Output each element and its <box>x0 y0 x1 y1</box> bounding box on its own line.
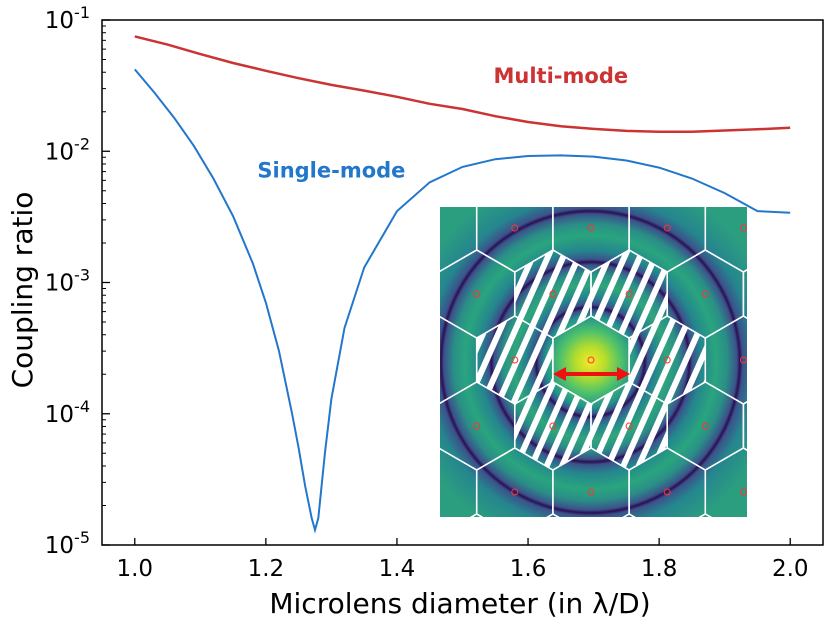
lenslet-center-marker <box>663 488 671 496</box>
x-tick-label: 1.6 <box>510 556 547 582</box>
inset-hexagon-grid <box>362 118 819 517</box>
hexagon-cell <box>515 118 591 206</box>
lenslet-center-marker <box>625 422 633 430</box>
hatched-hexagon <box>514 250 591 338</box>
lenslet-center-marker <box>701 290 709 298</box>
hatched-hexagon <box>591 382 668 470</box>
hatched-hexagon <box>629 316 706 404</box>
hexagon-cell <box>704 207 747 273</box>
y-tick-label: 10-5 <box>45 528 90 559</box>
y-tick-label: 10-3 <box>45 266 90 297</box>
series-line-single-mode <box>134 68 791 534</box>
hexagon-cell <box>362 250 438 338</box>
inset-lenslet-centers <box>473 224 747 496</box>
y-tick-label: 10-1 <box>45 3 90 34</box>
lenslet-center-marker <box>701 422 709 430</box>
series-line-multi-mode <box>134 35 791 133</box>
lenslet-center-marker <box>739 224 747 232</box>
lenslet-center-marker <box>587 488 595 496</box>
lenslet-center-marker <box>587 224 595 232</box>
y-tick-label: 10-2 <box>45 134 90 165</box>
lenslet-center-marker <box>473 422 481 430</box>
hexagon-cell <box>743 118 819 206</box>
hexagon-cell <box>439 118 515 206</box>
hatched-hexagon <box>514 382 591 470</box>
lenslet-center-marker <box>739 356 747 364</box>
lenslet-center-marker <box>549 290 557 298</box>
hexagon-cell <box>742 269 747 319</box>
lenslet-center-marker <box>511 488 519 496</box>
x-axis-title: Microlens diameter (in λ/D) <box>269 587 650 620</box>
x-tick-label: 1.8 <box>641 556 678 582</box>
hatched-hexagon <box>591 250 668 338</box>
hexagon-cell <box>742 401 747 451</box>
lenslet-center-marker <box>549 422 557 430</box>
lenslet-center-marker <box>511 356 519 364</box>
x-tick-label: 1.0 <box>116 556 153 582</box>
lenslet-center-marker <box>511 224 519 232</box>
lenslet-center-marker <box>473 290 481 298</box>
inset-psf-image <box>362 118 819 517</box>
x-tick-label: 2.0 <box>772 556 809 582</box>
inset-diameter-arrow <box>553 367 630 381</box>
hexagon-cell <box>698 513 712 517</box>
x-tick-label: 1.2 <box>248 556 285 582</box>
hatched-hexagon <box>476 316 553 404</box>
lenslet-center-marker <box>663 356 671 364</box>
lenslet-center-marker <box>587 356 595 364</box>
y-axis-title: Coupling ratio <box>6 192 39 389</box>
inset-hatched-ring <box>476 250 706 470</box>
series-label-multi-mode: Multi-mode <box>494 64 629 88</box>
series-label-single-mode: Single-mode <box>257 159 405 183</box>
lenslet-center-marker <box>663 224 671 232</box>
lenslet-center-marker <box>739 488 747 496</box>
hexagon-cell <box>362 382 438 470</box>
lenslet-center-marker <box>625 290 633 298</box>
y-tick-label: 10-4 <box>45 397 90 428</box>
x-tick-label: 1.4 <box>379 556 416 582</box>
